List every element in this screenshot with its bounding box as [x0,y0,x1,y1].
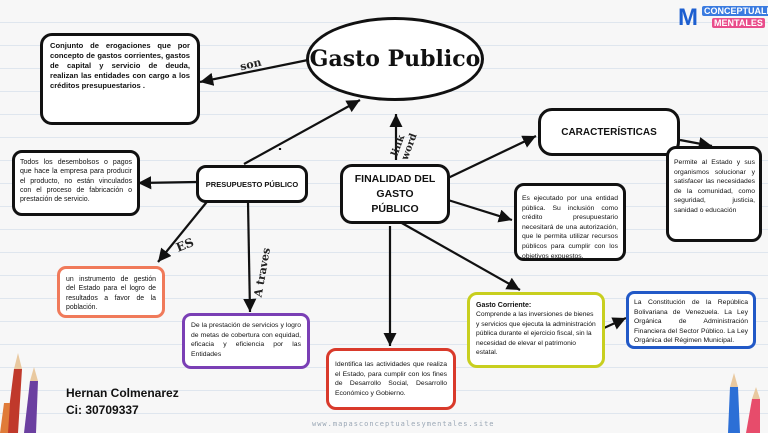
instrumento-text: un instrumento de gestión del Estado par… [66,276,156,312]
title-node: Gasto Publico [306,17,484,101]
logo-mark-icon: M [678,4,698,31]
page-title: Gasto Publico [309,46,481,72]
actividades-node: Identifica las actividades que realiza e… [326,348,456,410]
caracteristicas-text: Permite al Estado y sus organismos soluc… [674,159,755,214]
presupuesto-node: PRESUPUESTO PÚBLICO [196,165,308,203]
finalidad-node: FINALIDAD DEL GASTO PÚBLICO [340,164,450,224]
expenses-note-node: Todos los desembolsos o pagos que hace l… [12,150,140,216]
line-presupuesto-note [137,176,197,190]
pencils-left-icon [0,353,38,433]
line-corriente-constitucion [603,316,627,330]
line-finalidad-ejecutado [447,198,513,223]
caracteristicas-text-node: Permite al Estado y sus organismos soluc… [666,146,762,242]
caracteristicas-node: CARACTERÍSTICAS [538,108,680,156]
constitucion-text: La Constitución de la República Bolivari… [634,299,748,345]
author-name: Hernan Colmenarez [66,386,179,400]
pencils-right-icon [728,373,760,433]
constitucion-node: La Constitución de la República Bolivari… [626,291,756,349]
presupuesto-title: PRESUPUESTO PÚBLICO [205,179,299,189]
footer-url: www.mapasconceptualesymentales.site [312,420,495,428]
line-finalidad-corriente [399,221,521,291]
line-presupuesto-traves [243,201,257,313]
definition-text: Conjunto de erogaciones que por concepto… [50,41,190,90]
finalidad-title: FINALIDAD DEL GASTO PÚBLICO [354,172,436,215]
line-finalidad-caract [447,135,537,179]
caracteristicas-title: CARACTERÍSTICAS [561,126,657,138]
ejecutado-node: Es ejecutado por una entidad pública. Su… [514,183,626,261]
brand-logo: M CONCEPTUALES MENTALES [678,4,768,31]
gasto-corriente-title: Gasto Corriente: [476,302,532,309]
gasto-corriente-node: Gasto Corriente: Comprende a las inversi… [467,292,605,368]
line-presupuesto-es [157,197,211,263]
line-presupuesto-title [243,99,361,165]
logo-line2: MENTALES [712,18,765,28]
line-title-definition [199,58,309,86]
ejecutado-text: Es ejecutado por una entidad pública. Su… [522,195,618,260]
actividades-text: Identifica las actividades que realiza e… [335,361,447,397]
logo-line1: CONCEPTUALES [702,6,768,16]
definition-node: Conjunto de erogaciones que por concepto… [40,33,200,125]
line-caract-text [679,137,713,151]
expenses-note-text: Todos los desembolsos o pagos que hace l… [20,159,132,204]
prestacion-node: De la prestación de servicios y logro de… [182,313,310,369]
gasto-corriente-text: Comprende a las inversiones de bienes y … [476,311,596,356]
prestacion-text: De la prestación de servicios y logro de… [191,322,301,358]
author-id: Ci: 30709337 [66,403,139,417]
instrumento-node: un instrumento de gestión del Estado par… [57,266,165,318]
